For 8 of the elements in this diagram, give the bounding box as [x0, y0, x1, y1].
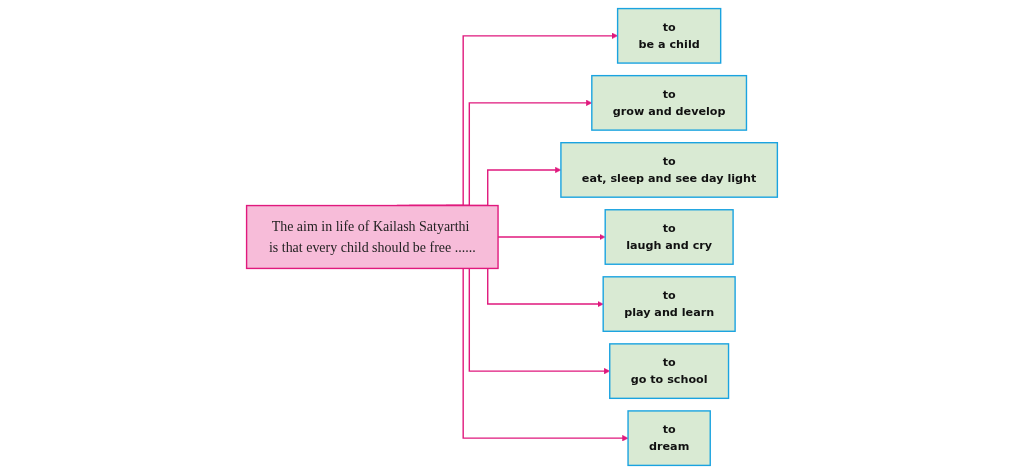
node-box: to go to school [609, 343, 730, 400]
node-box: to be a child [616, 7, 722, 64]
node-box: to play and learn [602, 276, 736, 332]
node-box: to grow and develop [591, 74, 748, 131]
node-box: to dream [627, 410, 711, 467]
node-box: to laugh and cry [604, 209, 734, 265]
node-box: The aim in life of Kailash Satyarthi is that every child should be free ...... [245, 204, 499, 270]
node-box: to eat, sleep and see day light [560, 142, 779, 198]
